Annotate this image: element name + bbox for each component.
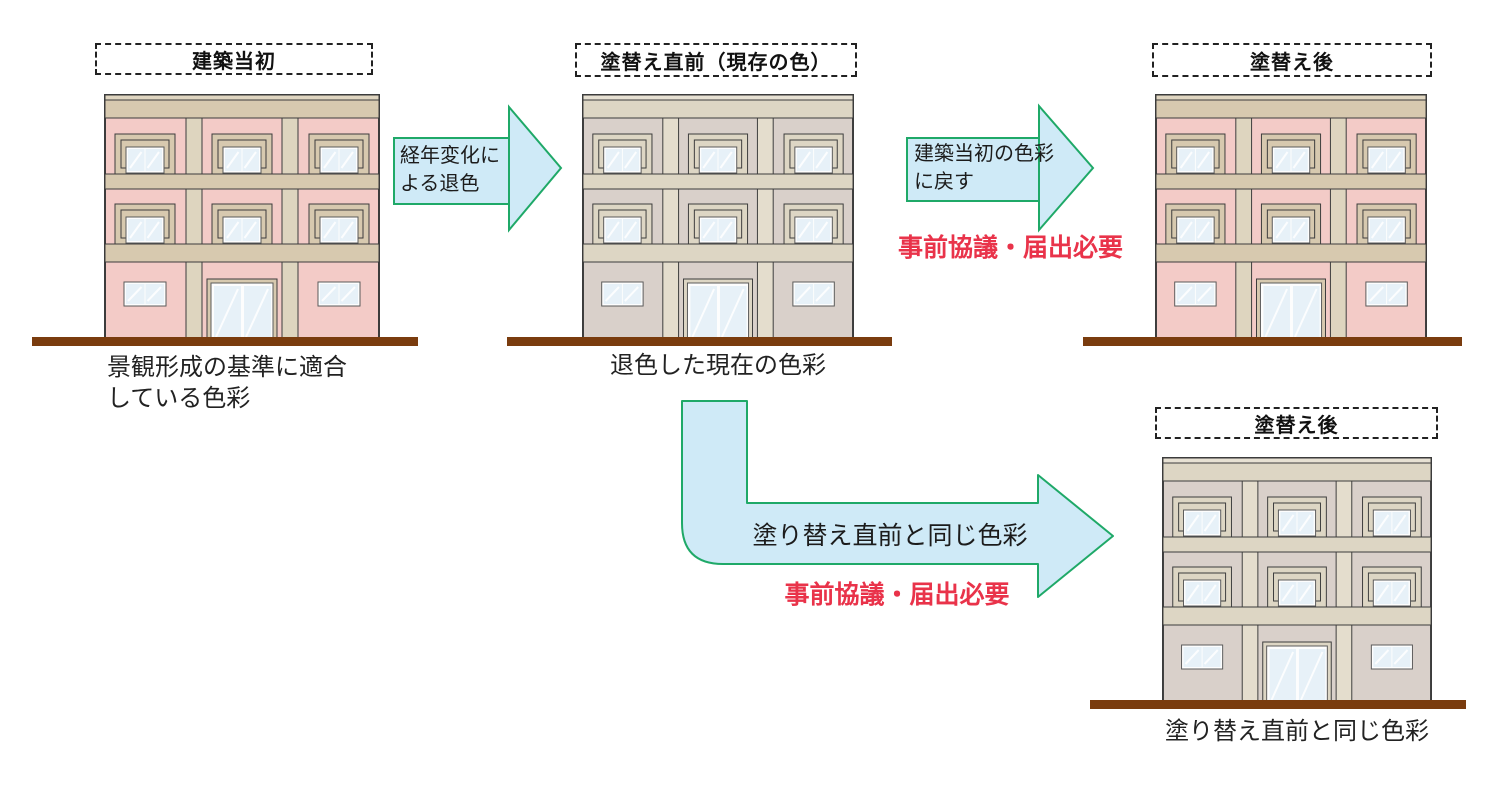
fade-arrow-label: 経年変化に よる退色 — [400, 145, 500, 195]
prior-consultation-notice-restore: 事前協議・届出必要 — [898, 234, 1124, 262]
restore-arrow-icon — [906, 103, 1095, 233]
ground-line-after-repaint-restored — [1083, 337, 1462, 346]
ground-line-before-repaint — [507, 337, 892, 346]
caption-before-repaint: 退色した現在の色彩 — [610, 352, 826, 379]
building-faded-illustration — [582, 94, 854, 341]
building-original-illustration — [104, 94, 380, 341]
ground-line-after-repaint-same — [1090, 700, 1466, 709]
building-repainted-restored-illustration — [1155, 94, 1427, 341]
prior-consultation-notice-same: 事前協議・届出必要 — [784, 581, 1010, 609]
building-repainted-same-illustration — [1162, 457, 1432, 704]
caption-after-repaint-same: 塗り替え直前と同じ色彩 — [1165, 718, 1429, 745]
stage-label-after-repaint-same: 塗替え後 — [1155, 407, 1438, 439]
fade-arrow-icon — [393, 104, 563, 233]
stage-label-after-repaint-restored: 塗替え後 — [1152, 43, 1432, 77]
same-color-elbow-arrow-icon — [681, 400, 1114, 598]
caption-original: 景観形成の基準に適合 している色彩 — [107, 354, 347, 412]
restore-arrow-label: 建築当初の色彩 に戻す — [914, 143, 1054, 193]
stage-label-before-repaint: 塗替え直前（現存の色） — [575, 43, 857, 77]
ground-line-original — [32, 337, 418, 346]
same-color-arrow-label: 塗り替え直前と同じ色彩 — [752, 522, 1028, 550]
stage-label-original: 建築当初 — [95, 43, 373, 75]
